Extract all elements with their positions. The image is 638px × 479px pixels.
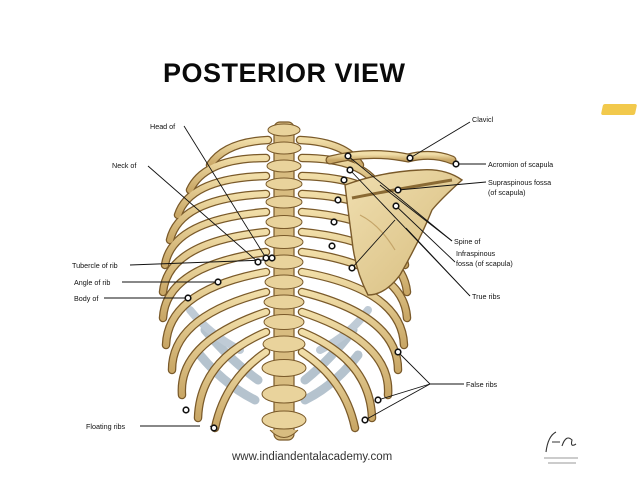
label-false-ribs: False ribs <box>466 380 498 389</box>
label-angle-of-rib: Angle of rib <box>74 278 110 287</box>
left-ribs <box>158 135 273 433</box>
label-floating-ribs: Floating ribs <box>86 422 126 431</box>
artist-signature <box>544 431 578 464</box>
label-body-of: Body of <box>74 294 98 303</box>
marker-dots <box>182 152 460 432</box>
footer-url: www.indiandentalacademy.com <box>232 451 393 463</box>
label-infraspinous-1: Infraspinous <box>456 249 496 258</box>
label-true-ribs: True ribs <box>472 292 500 301</box>
label-infraspinous-2: fossa (of scapula) <box>456 259 513 268</box>
label-clavicl: Clavicl <box>472 115 494 124</box>
label-supraspinous-2: (of scapula) <box>488 188 526 197</box>
label-tubercle-of-rib: Tubercle of rib <box>72 261 118 270</box>
vertebral-column <box>261 121 307 441</box>
label-neck-of: Neck of <box>112 161 136 170</box>
right-labels: Clavicl Acromion of scapula Supraspinous… <box>454 115 553 389</box>
label-acromion: Acromion of scapula <box>488 160 553 169</box>
label-supraspinous-1: Supraspinous fossa <box>488 178 551 187</box>
leader-lines <box>104 121 487 429</box>
label-head-of: Head of <box>150 122 175 131</box>
label-spine-of: Spine of <box>454 237 480 246</box>
slide-title: POSTERIOR VIEW <box>163 58 406 88</box>
left-labels: Head of Neck of Tubercle of rib Angle of… <box>72 122 175 431</box>
